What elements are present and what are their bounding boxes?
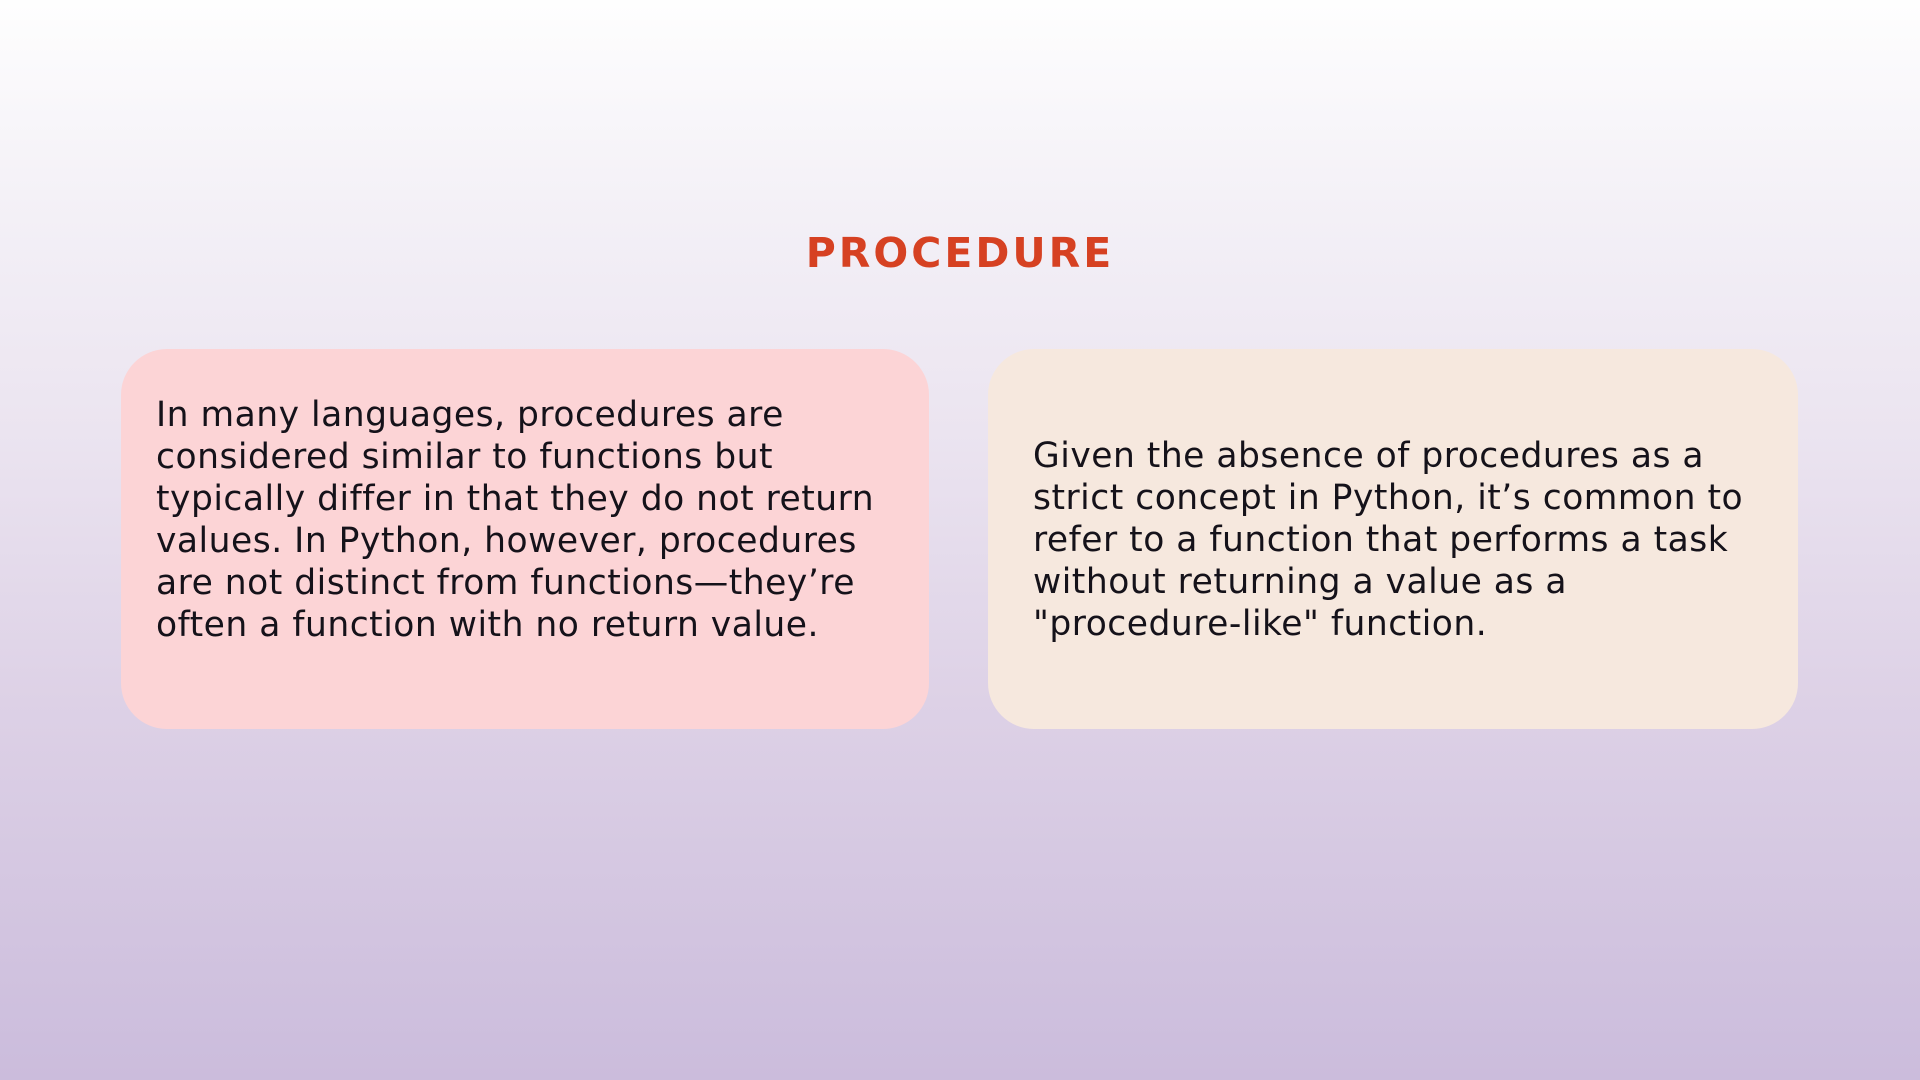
right-card-text: Given the absence of procedures as a str…: [1033, 436, 1744, 644]
left-card-text: In many languages, procedures are consid…: [156, 395, 875, 645]
slide-title: Procedure: [805, 213, 1115, 281]
right-text-card: Given the absence of procedures as a str…: [988, 349, 1798, 729]
left-text-card: In many languages, procedures are consid…: [121, 349, 929, 729]
